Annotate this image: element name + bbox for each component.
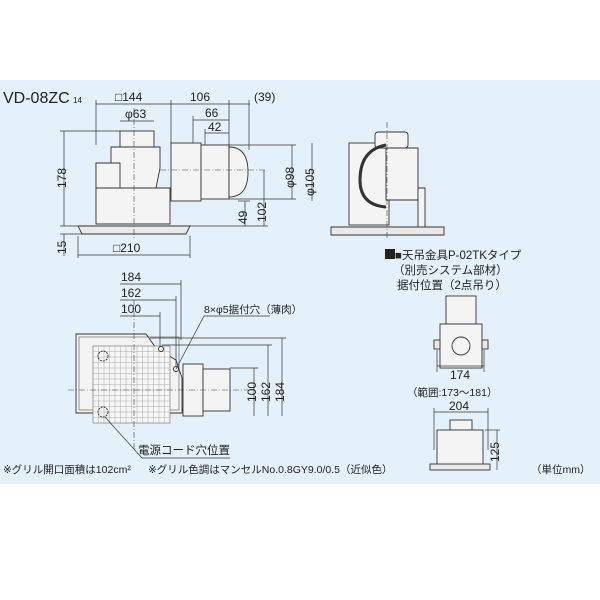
dim-106: 106: [190, 90, 210, 104]
dim-162-v: 162: [259, 382, 273, 402]
dim-162: 162: [121, 286, 141, 300]
model-suffix: 14: [73, 96, 82, 105]
scroll-casing: [358, 143, 387, 209]
bracket-side-body: [436, 429, 484, 466]
range-note: （範囲:173〜181）: [407, 386, 497, 399]
unit-label: （単位mm）: [531, 463, 591, 476]
dim-phi98: φ98: [283, 167, 297, 188]
dim-100-v: 100: [245, 382, 259, 402]
bracket-duct: [445, 295, 477, 325]
damper: [228, 146, 249, 198]
bracket-subtitle: （別売システム部材）: [393, 263, 508, 277]
front-grille: [330, 226, 445, 236]
plan-view: 184 162 100 8×φ5据付穴（薄肉） 100 162 184 電源コー…: [68, 270, 302, 459]
dim-66: 66: [205, 106, 219, 120]
bracket-side-duct: [449, 419, 473, 431]
dim-204: 204: [449, 399, 469, 413]
mounting-holes-label: 8×φ5据付穴（薄肉）: [204, 303, 302, 316]
motor-section: [385, 147, 419, 201]
dim-102: 102: [255, 202, 269, 222]
side-view: □144 106 (39) φ63 66 42 178 15 □210 φ98 …: [55, 90, 317, 258]
dim-phi63: φ63: [125, 107, 146, 121]
dim-100-h: 100: [121, 302, 141, 316]
bracket-hole: [451, 336, 471, 356]
body: [95, 187, 171, 225]
dim-39: (39): [254, 90, 275, 104]
dim-184: 184: [121, 270, 141, 284]
cord-hole-label: 電源コード穴位置: [138, 443, 230, 457]
square-bullet: [385, 249, 395, 259]
dim-125: 125: [488, 442, 502, 462]
dim-178: 178: [55, 168, 69, 188]
dim-square-210: □210: [113, 241, 141, 255]
bracket-title: ■天吊金具P-02TKタイプ: [395, 248, 522, 262]
dim-phi105: φ105: [303, 168, 317, 196]
model-name: VD-08ZC: [3, 90, 70, 107]
note-grille-area: ※グリル開口面積は102cm²: [3, 463, 131, 476]
dim-42: 42: [208, 120, 222, 134]
front-body: [348, 142, 390, 226]
dim-15: 15: [55, 240, 69, 254]
duct-pipe: [200, 144, 230, 200]
dim-174: 174: [450, 368, 470, 382]
front-view: [330, 122, 445, 240]
bracket-top-view: 174 （範囲:173〜181） 204 125: [407, 295, 502, 471]
note-grille-color: ※グリル色調はマンセルNo.0.8GY9.0/0.5（近似色）: [148, 463, 393, 476]
bracket-position: 据付位置（2点吊り）: [397, 278, 507, 292]
dim-184-v: 184: [273, 382, 287, 402]
dim-square-144: □144: [115, 90, 143, 104]
dim-49: 49: [236, 210, 250, 224]
bracket-hanger: [417, 187, 426, 229]
duct-adapter: [170, 142, 202, 202]
